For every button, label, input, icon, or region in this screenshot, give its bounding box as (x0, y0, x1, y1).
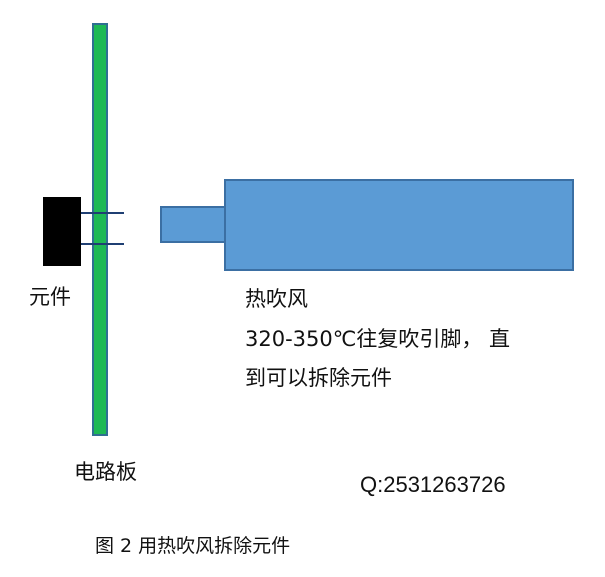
instruction-line-2: 到可以拆除元件 (245, 366, 392, 390)
heat-gun-label: 热吹风 (245, 287, 308, 311)
circuit-board-label: 电路板 (74, 460, 137, 484)
instruction-line-1: 320-350℃往复吹引脚， 直 (245, 327, 511, 351)
component-label: 元件 (29, 285, 71, 309)
electronic-component (43, 197, 81, 266)
circuit-board (92, 23, 108, 436)
component-lead-bottom (81, 243, 124, 245)
heat-gun-nozzle (160, 206, 226, 243)
component-lead-top (81, 212, 124, 214)
figure-caption: 图 2 用热吹风拆除元件 (95, 535, 291, 557)
qq-contact-label: Q:2531263726 (360, 472, 506, 497)
heat-gun-body (224, 179, 574, 271)
